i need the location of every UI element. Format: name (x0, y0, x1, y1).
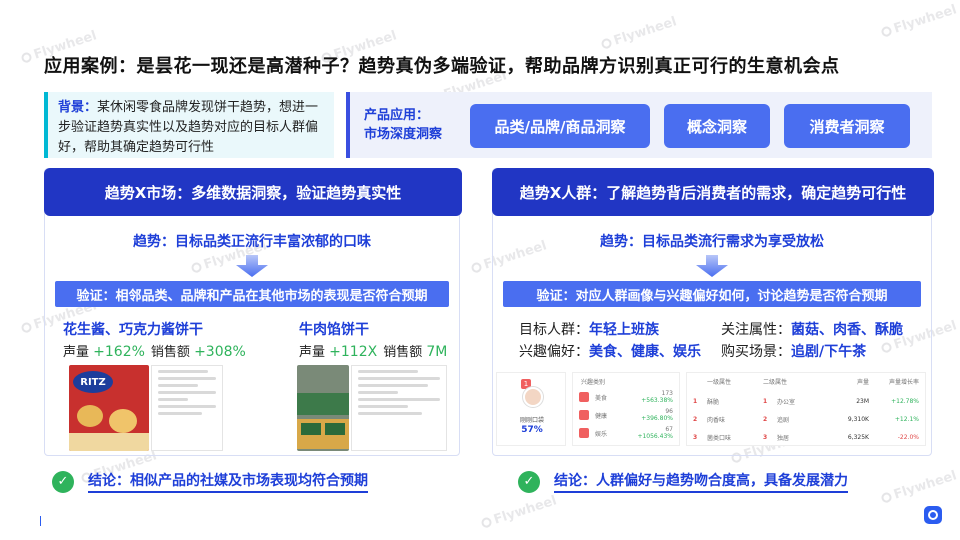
watermark: Flywheel (880, 2, 959, 40)
product-name: 牛肉馅饼干 (299, 322, 369, 338)
background-text: 某休闲零食品牌发现饼干趋势，想进一步验证趋势真实性以及趋势对应的目标人群偏好，帮… (58, 100, 319, 155)
right-trend: 趋势：目标品类流行需求为享受放松 (600, 234, 824, 250)
background-box: 背景：某休闲零食品牌发现饼干趋势，想进一步验证趋势真实性以及趋势对应的目标人群偏… (44, 92, 334, 158)
info-row-scene: 购买场景：追剧/下午茶 (721, 344, 867, 360)
info-row-interest: 兴趣偏好：美食、健康、娱乐 (519, 344, 701, 360)
right-panel-header: 趋势X人群：了解趋势背后消费者的需求，确定趋势可行性 (492, 168, 934, 216)
social-post-mock (351, 365, 447, 451)
left-panel-header: 趋势X市场：多维数据洞察，验证趋势真实性 (44, 168, 462, 216)
pill-consumer[interactable]: 消费者洞察 (784, 104, 910, 148)
right-conclusion: ✓ 结论：人群偏好与趋势吻合度高，具备发展潜力 (518, 470, 848, 493)
watermark: Flywheel (480, 493, 559, 531)
avatar (523, 387, 543, 407)
rank-badge: 1 (521, 379, 531, 389)
info-row-target: 目标人群：年轻上班族 (519, 322, 659, 338)
pill-concept[interactable]: 概念洞察 (664, 104, 770, 148)
watermark: Flywheel (600, 14, 679, 52)
watermark: Flywheel (880, 468, 959, 506)
left-verify-bar: 验证：相邻品类、品牌和产品在其他市场的表现是否符合预期 (55, 281, 449, 307)
product-stats: 声量 +162%销售额 +308% (63, 344, 246, 360)
left-conclusion: ✓ 结论：相似产品的社媒及市场表现均符合预期 (52, 470, 368, 493)
application-label: 产品应用： 市场深度洞察 (364, 108, 443, 142)
right-conclusion-text: 结论：人群偏好与趋势吻合度高，具备发展潜力 (554, 470, 848, 493)
dash-profile-card: 1 刚刚口袋 57% (496, 372, 566, 446)
product-photo-beef-biscuit (297, 365, 349, 451)
product-application-box: 产品应用： 市场深度洞察 品类/品牌/商品洞察 概念洞察 消费者洞察 (346, 92, 932, 158)
profile-tag: 刚刚口袋 (519, 417, 544, 424)
arrow-down-icon (236, 255, 268, 277)
page-title: 应用案例：是昙花一现还是高潜种子？趋势真伪多端验证，帮助品牌方识别真正可行的生意… (44, 56, 840, 77)
check-circle-icon: ✓ (518, 470, 540, 493)
product-photo-ritz: RITZ (69, 365, 149, 451)
table-header: 一级属性 二级属性 声量 声量增长率 (707, 378, 919, 386)
profile-percent: 57% (521, 425, 543, 435)
right-verify-bar: 验证：对应人群画像与兴趣偏好如何，讨论趋势是否符合预期 (503, 281, 921, 307)
left-trend: 趋势：目标品类正流行丰富浓郁的口味 (133, 234, 371, 250)
check-circle-icon: ✓ (52, 470, 74, 493)
info-row-attribute: 关注属性：菌菇、肉香、酥脆 (721, 322, 903, 338)
left-panel: 趋势X市场：多维数据洞察，验证趋势真实性 趋势：目标品类正流行丰富浓郁的口味 验… (44, 168, 462, 456)
arrow-down-icon (696, 255, 728, 277)
background-label: 背景： (58, 100, 98, 115)
page-marker (40, 516, 41, 526)
pill-category-brand-product[interactable]: 品类/品牌/商品洞察 (470, 104, 650, 148)
right-panel: 趋势X人群：了解趋势背后消费者的需求，确定趋势可行性 趋势：目标品类流行需求为享… (492, 168, 934, 456)
left-conclusion-text: 结论：相似产品的社媒及市场表现均符合预期 (88, 470, 368, 493)
product-name: 花生酱、巧克力酱饼干 (63, 322, 203, 338)
social-post-mock (151, 365, 223, 451)
flywheel-logo-icon (924, 506, 942, 524)
ritz-logo: RITZ (73, 371, 113, 393)
